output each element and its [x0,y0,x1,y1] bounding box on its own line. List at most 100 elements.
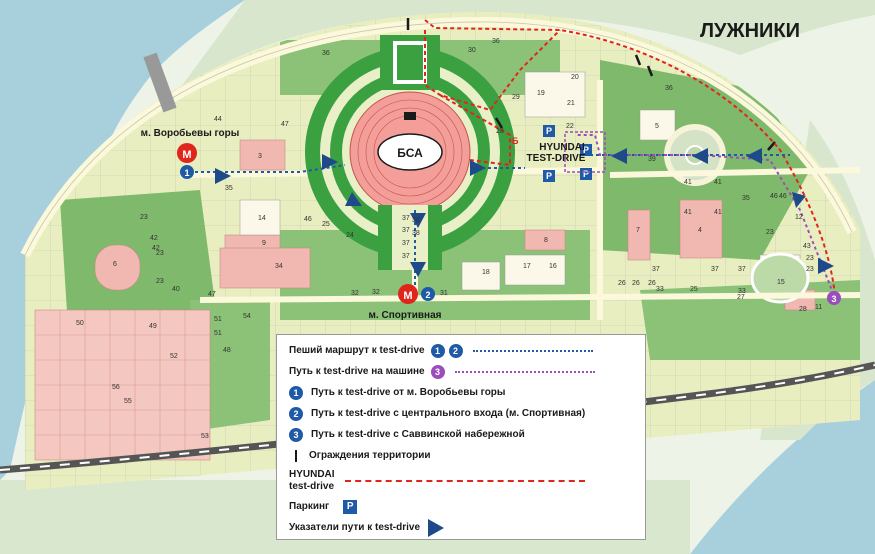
route-marker-1-icon: 1 [430,343,445,358]
building-number: 46 [779,193,787,200]
walk-route-line [472,349,593,352]
building-number: 48 [223,347,231,354]
building-number: 41 [714,179,722,186]
building-number: 21 [567,100,575,107]
building-6-area [94,244,141,291]
building-19 [524,71,586,118]
hyundai-route-line [344,480,585,482]
building-number: 37 [402,240,410,247]
building-number: 43 [803,243,811,250]
building-number: 36 [322,50,330,57]
stadium-field [377,133,443,171]
map-title: ЛУЖНИКИ [700,20,800,42]
building-number: 46 [770,193,778,200]
building-number: 19 [537,90,545,97]
hyundai-zone [564,131,606,173]
building-number: 54 [243,313,251,320]
car-route-line [454,370,595,373]
building-number: 51 [214,316,222,323]
route-marker-2[interactable] [421,287,435,301]
building-number: 40 [172,286,180,293]
svg-text:P: P [546,171,552,181]
building-number: 33 [656,286,664,293]
building-number: 37 [402,215,410,222]
building-number: 46 [304,216,312,223]
svg-text:P: P [583,169,589,179]
building-number: 23 [140,214,148,221]
building-number: 24 [346,232,354,239]
legend-signs: Указатели пути к test-drive [289,517,635,538]
building-number: 38 [412,217,420,224]
svg-text:2: 2 [425,290,430,300]
hyundai-testdrive-route [424,19,836,296]
metro-sportivnaya-icon[interactable] [398,284,418,304]
building-number: 37 [652,266,660,273]
building-number: 15 [777,279,785,286]
legend-fence: Ограждения территории [289,445,635,466]
building-number: 23 [766,229,774,236]
building-number: 3 [258,153,262,160]
building-number: 30 [468,47,476,54]
fence-icon [295,449,297,462]
route-3-icon: 3 [289,427,303,442]
metro-sportivnaya-label: м. Спортивная [369,310,442,321]
bridge-west [143,52,177,113]
fence-mark: Б [512,136,519,146]
metro-vorobyovy-icon[interactable] [177,143,197,163]
building-number: 55 [124,398,132,405]
route-marker-1[interactable] [180,165,194,179]
building-5 [639,109,676,141]
building-number: 28 [496,128,504,135]
building-number: 37 [738,266,746,273]
river [0,0,245,480]
legend-route-3: 3 Путь к test-drive с Саввинской набереж… [289,424,635,445]
building-number: 47 [208,291,216,298]
building-number: 42 [150,235,158,242]
building-number: 4 [698,227,702,234]
building-number: 33 [738,288,746,295]
car-route [575,134,836,301]
building-number: 41 [684,209,692,216]
hyundai-label: HYUNDAI [539,142,585,153]
building-4 [679,199,723,259]
svg-text:P: P [583,145,589,155]
route-1-icon: 1 [289,385,303,400]
building-number: 37 [402,227,410,234]
building-number: 6 [113,261,117,268]
building-number: 25 [690,286,698,293]
building-7 [627,209,651,261]
building-number: 26 [632,280,640,287]
route-2-icon: 2 [289,406,303,421]
building-number: 16 [549,263,557,270]
parking-icon: P [343,499,358,514]
legend-hyundai-route: HYUNDAI test-drive [289,466,635,496]
building-number: 36 [492,38,500,45]
building-number: 8 [544,237,548,244]
svg-text:M: M [182,149,191,161]
svg-text:3: 3 [831,294,836,304]
building-number: 41 [714,209,722,216]
building-14 [239,199,281,236]
building-number: 26 [618,280,626,287]
building-number: 11 [815,304,822,311]
building-number: 23 [806,255,814,262]
green-zone-southeast [640,280,860,360]
metro-vorobyovy-label: м. Воробьевы горы [141,127,240,139]
route-marker-3-icon: 3 [430,364,445,379]
route-marker-2-icon: 2 [448,343,463,358]
building-number: 22 [566,123,574,130]
legend-car-route: Путь к test-drive на машине 3 [289,361,635,382]
direction-signs [215,148,834,277]
building-18-16 [504,254,566,286]
building-number: 23 [156,250,164,257]
building-number: 9 [262,240,266,247]
building-number: 47 [281,121,289,128]
building-number: 56 [112,384,120,391]
building-number: 52 [170,353,178,360]
building-number: 14 [258,215,266,222]
route-marker-3[interactable] [827,291,841,305]
building-number: 29 [512,94,520,101]
building-3 [239,139,286,171]
